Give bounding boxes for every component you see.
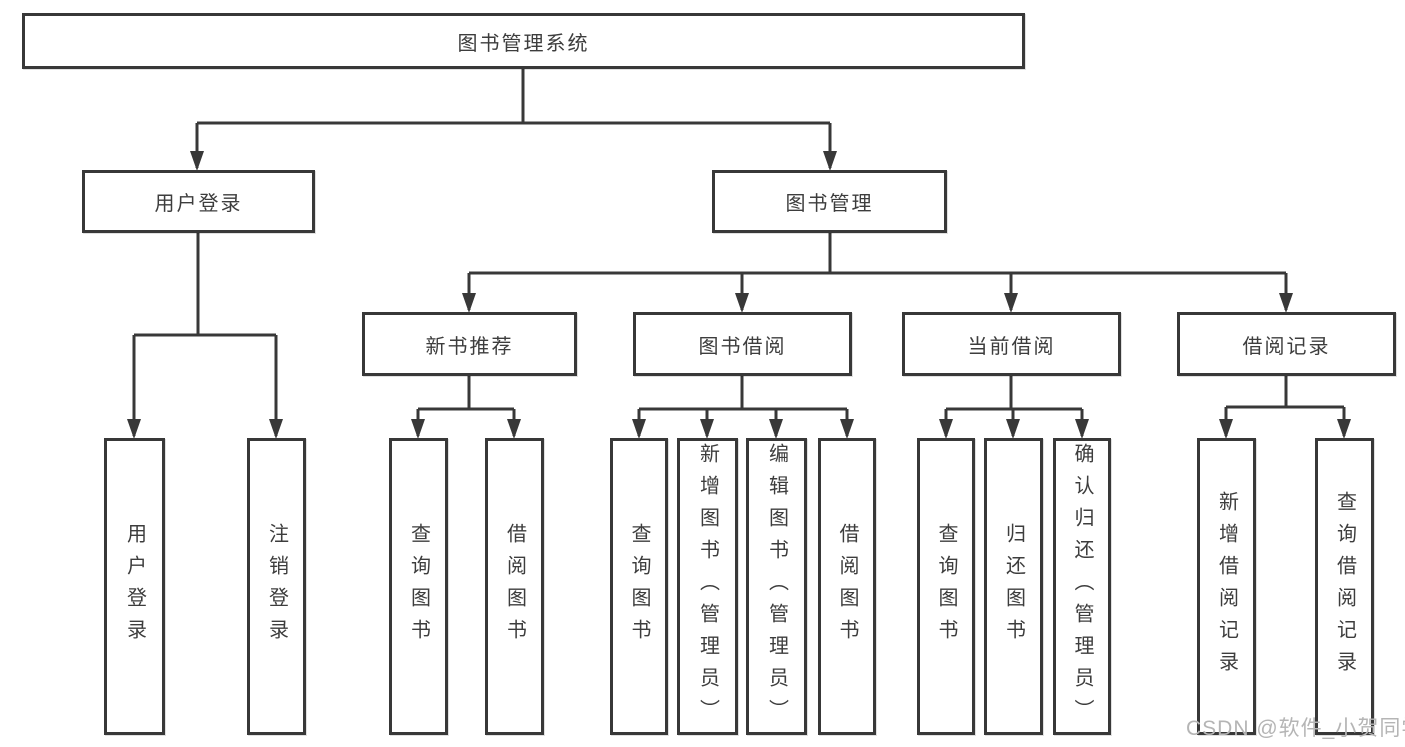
node-library-system-label: 图书管理系统 (457, 32, 590, 55)
node-logout: 注销登录 (247, 438, 306, 735)
node-br-add-record: 新增借阅记录 (1197, 438, 1256, 735)
node-new-book-recommend-label: 新书推荐 (425, 335, 514, 358)
watermark-text: CSDN @软件_小贺同学 (1186, 717, 1405, 740)
node-current-borrowing-label: 当前借阅 (967, 335, 1056, 358)
node-cb-query-books-label: 查询图书 (935, 522, 957, 651)
node-cb-confirm-return-admin: 确认归还（管理员） (1053, 438, 1111, 735)
node-login: 用户登录 (104, 438, 165, 735)
node-logout-label: 注销登录 (265, 522, 288, 651)
node-br-query-record-label: 查询借阅记录 (1333, 490, 1356, 683)
node-library-system: 图书管理系统 (22, 13, 1025, 69)
node-rec-query-books: 查询图书 (389, 438, 448, 735)
node-bb-edit-books-admin-label: 编辑图书（管理员） (765, 442, 788, 731)
node-current-borrowing: 当前借阅 (902, 312, 1121, 376)
node-user-login-group-label: 用户登录 (154, 193, 243, 215)
node-login-label: 用户登录 (123, 522, 146, 651)
node-new-book-recommend: 新书推荐 (362, 312, 577, 376)
node-book-borrowing-label: 图书借阅 (698, 335, 787, 358)
node-bb-borrow-books-label: 借阅图书 (836, 522, 858, 651)
node-book-management-label: 图书管理 (785, 193, 874, 215)
node-bb-add-books-admin-label: 新增图书（管理员） (696, 442, 719, 731)
node-bb-add-books-admin: 新增图书（管理员） (677, 438, 738, 735)
node-borrowing-records-label: 借阅记录 (1242, 335, 1331, 358)
node-br-add-record-label: 新增借阅记录 (1215, 490, 1238, 683)
node-bb-query-books: 查询图书 (610, 438, 668, 735)
node-rec-query-books-label: 查询图书 (407, 522, 430, 651)
node-br-query-record: 查询借阅记录 (1315, 438, 1374, 735)
node-bb-edit-books-admin: 编辑图书（管理员） (746, 438, 807, 735)
node-bb-query-books-label: 查询图书 (628, 522, 650, 651)
node-user-login-group: 用户登录 (82, 170, 315, 233)
node-rec-borrow-books-label: 借阅图书 (503, 522, 526, 651)
node-book-borrowing: 图书借阅 (633, 312, 852, 376)
node-cb-confirm-return-admin-label: 确认归还（管理员） (1071, 442, 1093, 731)
node-cb-query-books: 查询图书 (917, 438, 975, 735)
node-cb-return-books: 归还图书 (984, 438, 1043, 735)
node-rec-borrow-books: 借阅图书 (485, 438, 544, 735)
node-bb-borrow-books: 借阅图书 (818, 438, 876, 735)
node-cb-return-books-label: 归还图书 (1002, 522, 1025, 651)
node-borrowing-records: 借阅记录 (1177, 312, 1396, 376)
node-book-management: 图书管理 (712, 170, 947, 233)
